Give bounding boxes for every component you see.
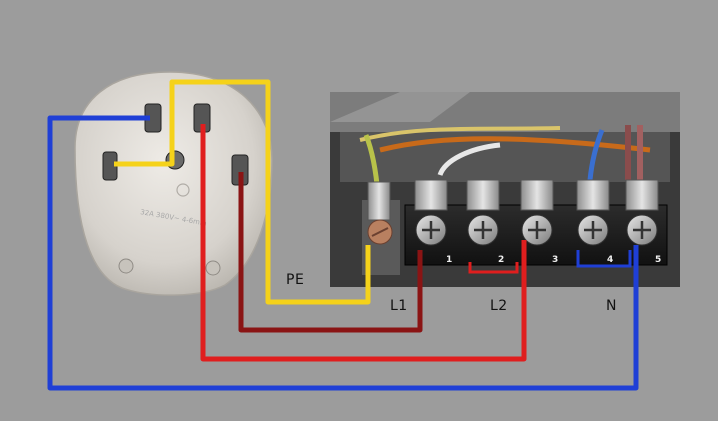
n-wire <box>47 115 639 391</box>
l2-wire <box>200 124 527 362</box>
internal-cable-white <box>437 142 501 177</box>
terminal-3-number: 3 <box>552 255 558 265</box>
internal-cable-orange <box>379 136 651 153</box>
internal-cable-blue <box>587 129 605 181</box>
jumper-2-3 <box>468 262 519 274</box>
wires <box>47 79 639 391</box>
terminal-5-number: 5 <box>655 255 661 265</box>
terminal-block-panel: 1 2 3 4 <box>330 92 680 287</box>
l2-label: L2 <box>490 298 508 314</box>
terminal-2-number: 2 <box>498 255 504 265</box>
plug-mount-screw-left <box>118 258 134 274</box>
l1-label: L1 <box>390 298 408 314</box>
plug-logo-icon <box>176 183 190 197</box>
internal-cable-yellow <box>359 126 561 142</box>
terminal-4: 4 <box>576 179 613 265</box>
terminal-1-number: 1 <box>446 255 452 265</box>
terminal-1: 1 <box>414 179 452 265</box>
terminal-3: 3 <box>520 179 558 265</box>
plug: 32A 380V~ 4-6mm <box>74 71 273 296</box>
terminal-4-number: 4 <box>607 255 613 265</box>
jumper-4-5 <box>576 250 632 268</box>
pe-label: PE <box>286 272 305 288</box>
terminal-2: 2 <box>466 179 504 265</box>
earth-terminal-clamp <box>367 181 391 221</box>
pe-wire <box>114 79 371 305</box>
plug-mount-screw-right <box>205 260 221 276</box>
n-label: N <box>606 298 617 314</box>
l1-wire <box>238 172 423 333</box>
plug-body <box>74 71 273 296</box>
terminal-5: 5 <box>625 179 661 265</box>
